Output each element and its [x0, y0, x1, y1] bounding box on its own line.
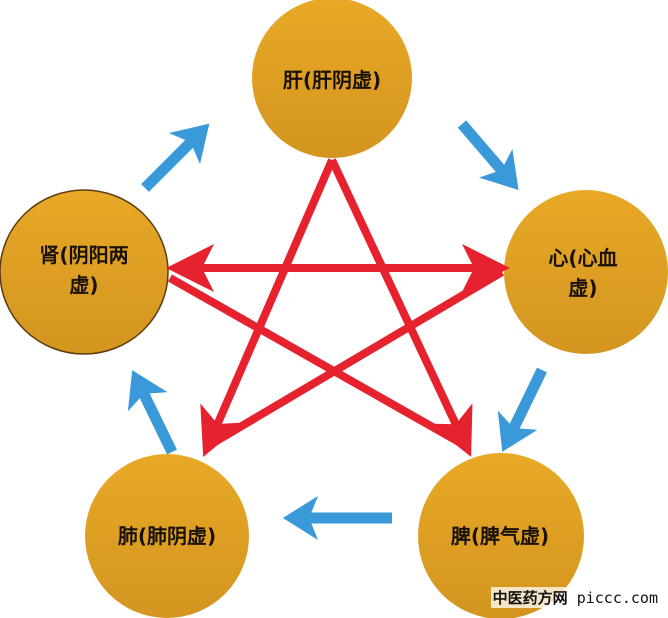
node-heart-label: 心(心血虚) — [548, 246, 618, 300]
node-heart-circle — [504, 190, 668, 354]
generation-arrow-kidney-liver — [141, 123, 210, 192]
node-spleen-label: 脾(脾气虚) — [450, 524, 550, 548]
node-kidney-label-line1: 肾(阴阳两 — [39, 243, 129, 267]
node-liver-label: 肝(肝阴虚) — [282, 68, 382, 92]
generation-arrow-lung-kidney — [127, 370, 177, 455]
node-lung-circle — [85, 454, 249, 618]
restraint-arrow-kidney-spleen — [168, 274, 468, 450]
watermark-site: piccc.com — [576, 589, 658, 607]
node-kidney-label: 肾(阴阳两 虚) — [39, 240, 128, 300]
restraint-arrow-heart-lung — [205, 268, 505, 450]
node-liver-circle — [252, 0, 412, 158]
generation-arrow-heart-spleen — [497, 367, 547, 452]
restraint-arrow-liver-lung — [200, 158, 336, 458]
watermark: 中医药方网 piccc.com — [490, 587, 660, 608]
generation-arrow-liver-heart — [457, 120, 519, 191]
node-lung-label: 肺(肺阴虚) — [117, 524, 217, 548]
node-kidney-label-line2: 虚) — [69, 273, 99, 297]
node-spleen-circle — [418, 453, 584, 618]
restraint-arrow-liver-spleen — [328, 158, 473, 457]
watermark-cn: 中医药方网 — [492, 589, 568, 607]
